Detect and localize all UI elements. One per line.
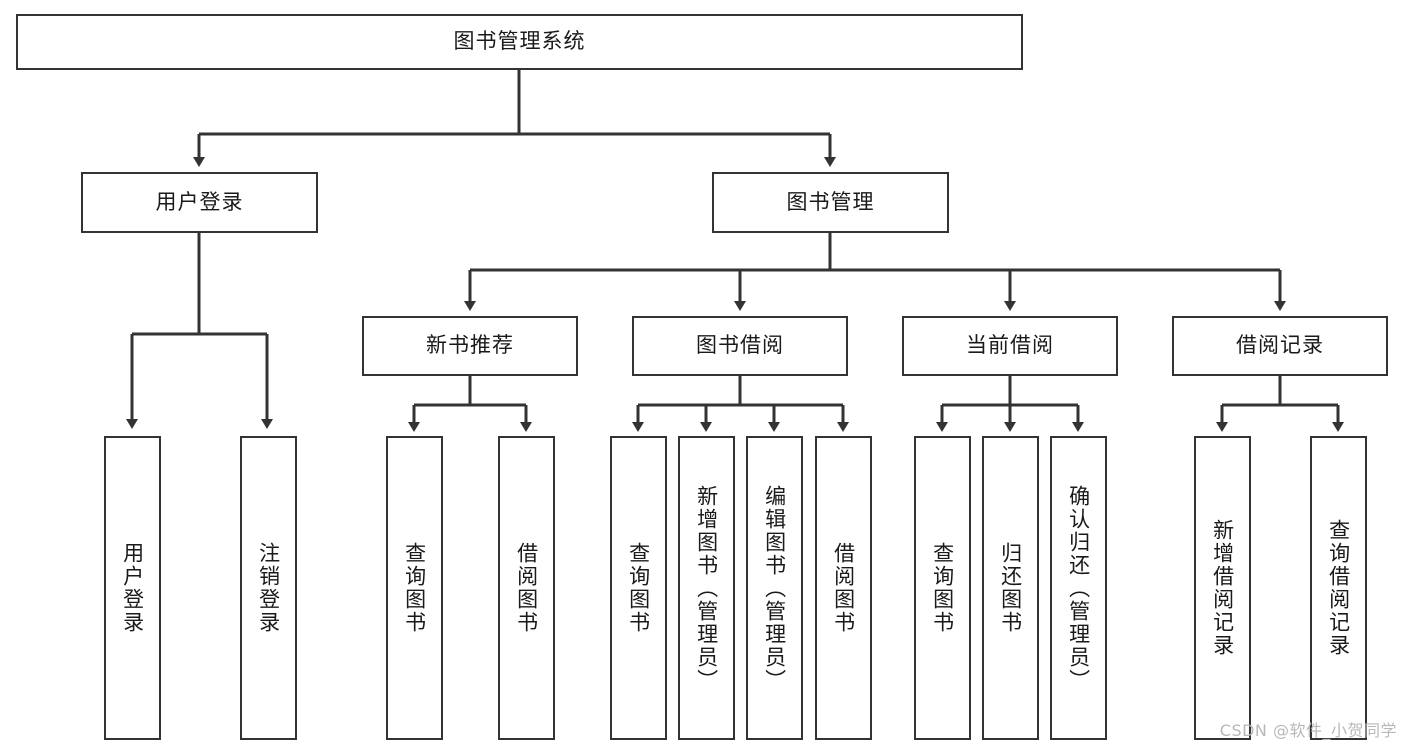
leaf-add-book-admin-label: 新增图书（管理员） — [694, 484, 719, 692]
leaf-query-book-borrow-label: 查询图书 — [626, 542, 651, 634]
leaf-return-book[interactable]: 归还图书 — [982, 436, 1039, 740]
node-borrow-record-label: 借阅记录 — [1236, 333, 1324, 358]
leaf-add-book-admin[interactable]: 新增图书（管理员） — [678, 436, 735, 740]
leaf-logout[interactable]: 注销登录 — [240, 436, 297, 740]
node-book-borrow-label: 图书借阅 — [696, 333, 784, 358]
node-current-borrow[interactable]: 当前借阅 — [902, 316, 1118, 376]
leaf-return-book-label: 归还图书 — [998, 542, 1023, 634]
node-borrow-record[interactable]: 借阅记录 — [1172, 316, 1388, 376]
leaf-query-borrow-record-label: 查询借阅记录 — [1326, 519, 1351, 657]
leaf-add-borrow-record[interactable]: 新增借阅记录 — [1194, 436, 1251, 740]
leaf-query-book-current[interactable]: 查询图书 — [914, 436, 971, 740]
leaf-confirm-return-admin[interactable]: 确认归还（管理员） — [1050, 436, 1107, 740]
leaf-query-borrow-record[interactable]: 查询借阅记录 — [1310, 436, 1367, 740]
node-new-book-recommend[interactable]: 新书推荐 — [362, 316, 578, 376]
leaf-add-borrow-record-label: 新增借阅记录 — [1210, 519, 1235, 657]
leaf-query-book-borrow[interactable]: 查询图书 — [610, 436, 667, 740]
watermark-text: CSDN @软件_小贺同学 — [1219, 721, 1397, 740]
node-book-borrow[interactable]: 图书借阅 — [632, 316, 848, 376]
leaf-query-book-current-label: 查询图书 — [930, 542, 955, 634]
leaf-borrow-book-label: 借阅图书 — [831, 542, 856, 634]
leaf-user-login-label: 用户登录 — [120, 542, 145, 634]
leaf-query-book-newbook[interactable]: 查询图书 — [386, 436, 443, 740]
node-user-login[interactable]: 用户登录 — [81, 172, 318, 233]
leaf-edit-book-admin[interactable]: 编辑图书（管理员） — [746, 436, 803, 740]
leaf-user-login[interactable]: 用户登录 — [104, 436, 161, 740]
node-root-book-management-system[interactable]: 图书管理系统 — [16, 14, 1023, 70]
leaf-borrow-book[interactable]: 借阅图书 — [815, 436, 872, 740]
leaf-edit-book-admin-label: 编辑图书（管理员） — [762, 484, 787, 692]
node-new-book-recommend-label: 新书推荐 — [426, 333, 514, 358]
leaf-query-book-newbook-label: 查询图书 — [402, 542, 427, 634]
node-current-borrow-label: 当前借阅 — [966, 333, 1054, 358]
node-book-management-label: 图书管理 — [786, 189, 875, 214]
leaf-borrow-book-newbook-label: 借阅图书 — [514, 542, 539, 634]
leaf-logout-label: 注销登录 — [256, 542, 281, 634]
leaf-borrow-book-newbook[interactable]: 借阅图书 — [498, 436, 555, 740]
leaf-confirm-return-admin-label: 确认归还（管理员） — [1066, 484, 1091, 692]
node-root-label: 图书管理系统 — [453, 29, 586, 54]
node-book-management[interactable]: 图书管理 — [712, 172, 949, 233]
node-user-login-label: 用户登录 — [155, 189, 244, 214]
